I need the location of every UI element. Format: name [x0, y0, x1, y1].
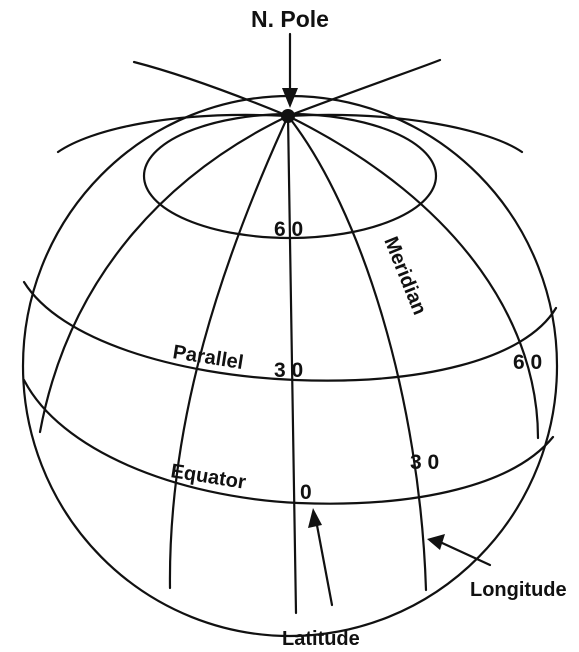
meridian-label: Meridian [379, 234, 430, 319]
north-pole-label: N. Pole [251, 6, 329, 32]
meridian-line [40, 116, 288, 432]
equator-label: Equator [169, 460, 247, 494]
parallel-label: Parallel [171, 341, 245, 374]
longitude-30-mark: 3 0 [410, 451, 439, 474]
meridian-line [288, 116, 426, 590]
latitude-60-mark: 6 0 [274, 218, 303, 241]
latitude-label: Latitude [282, 628, 360, 650]
latitude-0-mark: 0 [300, 481, 312, 504]
equator-line [24, 380, 553, 504]
longitude-arrowhead [427, 534, 445, 550]
north-pole-arrowhead [282, 88, 298, 108]
latitude-30-mark: 3 0 [274, 359, 303, 382]
latitude-arrow [316, 520, 332, 605]
latitude-arrowhead [308, 508, 322, 528]
longitude-60-mark: 6 0 [513, 351, 542, 374]
longitude-label: Longitude [470, 579, 567, 601]
north-pole-dot [281, 109, 295, 123]
